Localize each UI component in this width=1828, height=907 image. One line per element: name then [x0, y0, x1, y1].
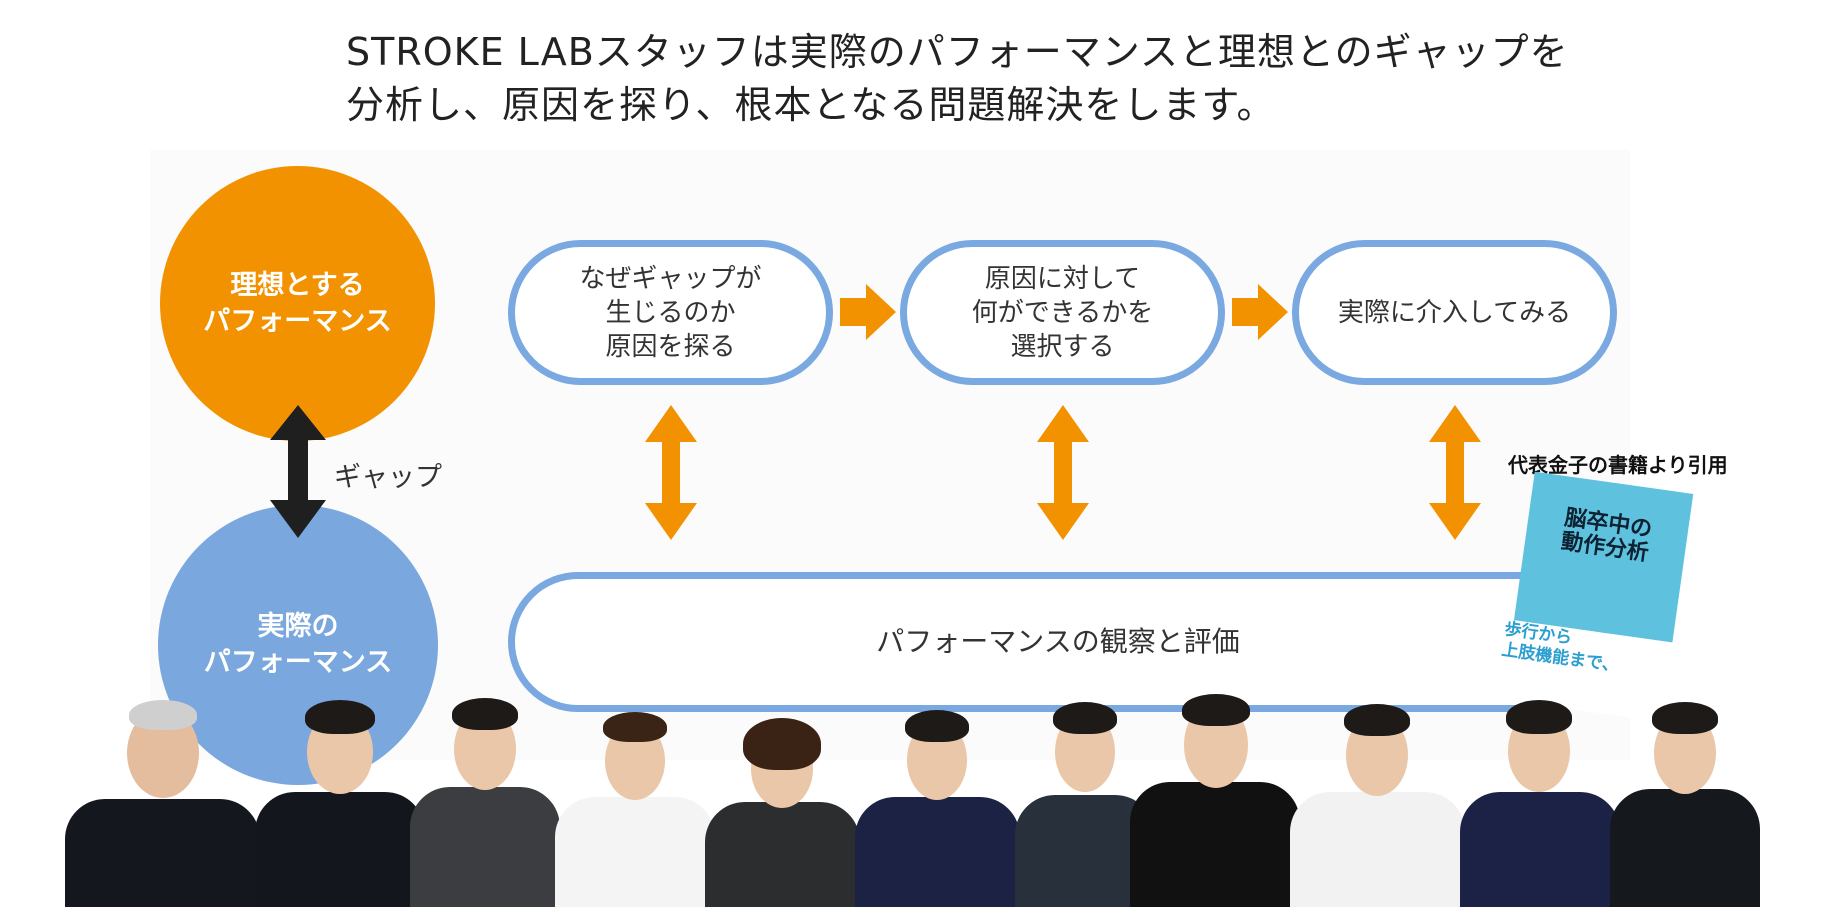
- step2-line-2: 何ができるかを: [971, 297, 1154, 328]
- staff-photo: [1015, 690, 1155, 907]
- step1-line-3: 原因を探る: [605, 331, 736, 362]
- ideal-line-1: 理想とする: [230, 269, 365, 301]
- arrow-right-icon-1: [840, 284, 896, 340]
- actual-line-1: 実際の: [257, 611, 339, 642]
- staff-photo: [855, 690, 1020, 907]
- staff-photo: [705, 690, 860, 907]
- staff-photo: [1290, 690, 1465, 907]
- arrow-right-icon-2: [1232, 284, 1288, 340]
- staff-photo: [1610, 690, 1760, 907]
- heading-line-2: 分析し、原因を探り、根本となる問題解決をします。: [346, 83, 1276, 127]
- observation-evaluation: パフォーマンスの観察と評価: [508, 572, 1608, 712]
- book-cover: 脳卒中の 動作分析 歩行から 上肢機能まで、: [1484, 469, 1715, 725]
- staff-photo-row: [0, 690, 1828, 907]
- step-find-cause: なぜギャップが 生じるのか 原因を探る: [508, 240, 833, 385]
- staff-photo: [410, 690, 560, 907]
- staff-photo: [255, 690, 425, 907]
- staff-photo: [1130, 690, 1300, 907]
- step2-line-3: 選択する: [1010, 331, 1115, 362]
- gap-label: ギャップ: [334, 462, 442, 493]
- page-heading: STROKE LABスタッフは実際のパフォーマンスと理想とのギャップを 分析し、…: [346, 26, 1646, 132]
- staff-photo: [65, 690, 260, 907]
- staff-photo: [555, 690, 715, 907]
- actual-line-2: パフォーマンス: [203, 647, 393, 678]
- step1-line-1: なぜギャップが: [579, 263, 762, 294]
- ideal-performance-circle: 理想とする パフォーマンス: [160, 166, 435, 441]
- vertical-double-arrow-icon-2: [1037, 405, 1089, 540]
- staff-photo: [1460, 690, 1620, 907]
- step3-line-1: 実際に介入してみる: [1337, 297, 1572, 328]
- step1-line-2: 生じるのか: [605, 297, 736, 328]
- observation-label: パフォーマンスの観察と評価: [876, 625, 1240, 658]
- step-intervene: 実際に介入してみる: [1292, 240, 1617, 385]
- book-cover-top: 脳卒中の 動作分析: [1513, 471, 1694, 643]
- actual-performance-circle: 実際の パフォーマンス: [158, 505, 438, 785]
- vertical-double-arrow-icon-3: [1429, 405, 1481, 540]
- heading-line-1: STROKE LABスタッフは実際のパフォーマンスと理想とのギャップを: [346, 30, 1569, 74]
- ideal-line-2: パフォーマンス: [203, 305, 392, 337]
- step2-line-1: 原因に対して: [984, 263, 1141, 294]
- gap-double-arrow-icon: [270, 405, 326, 538]
- step-choose-action: 原因に対して 何ができるかを 選択する: [900, 240, 1225, 385]
- vertical-double-arrow-icon-1: [645, 405, 697, 540]
